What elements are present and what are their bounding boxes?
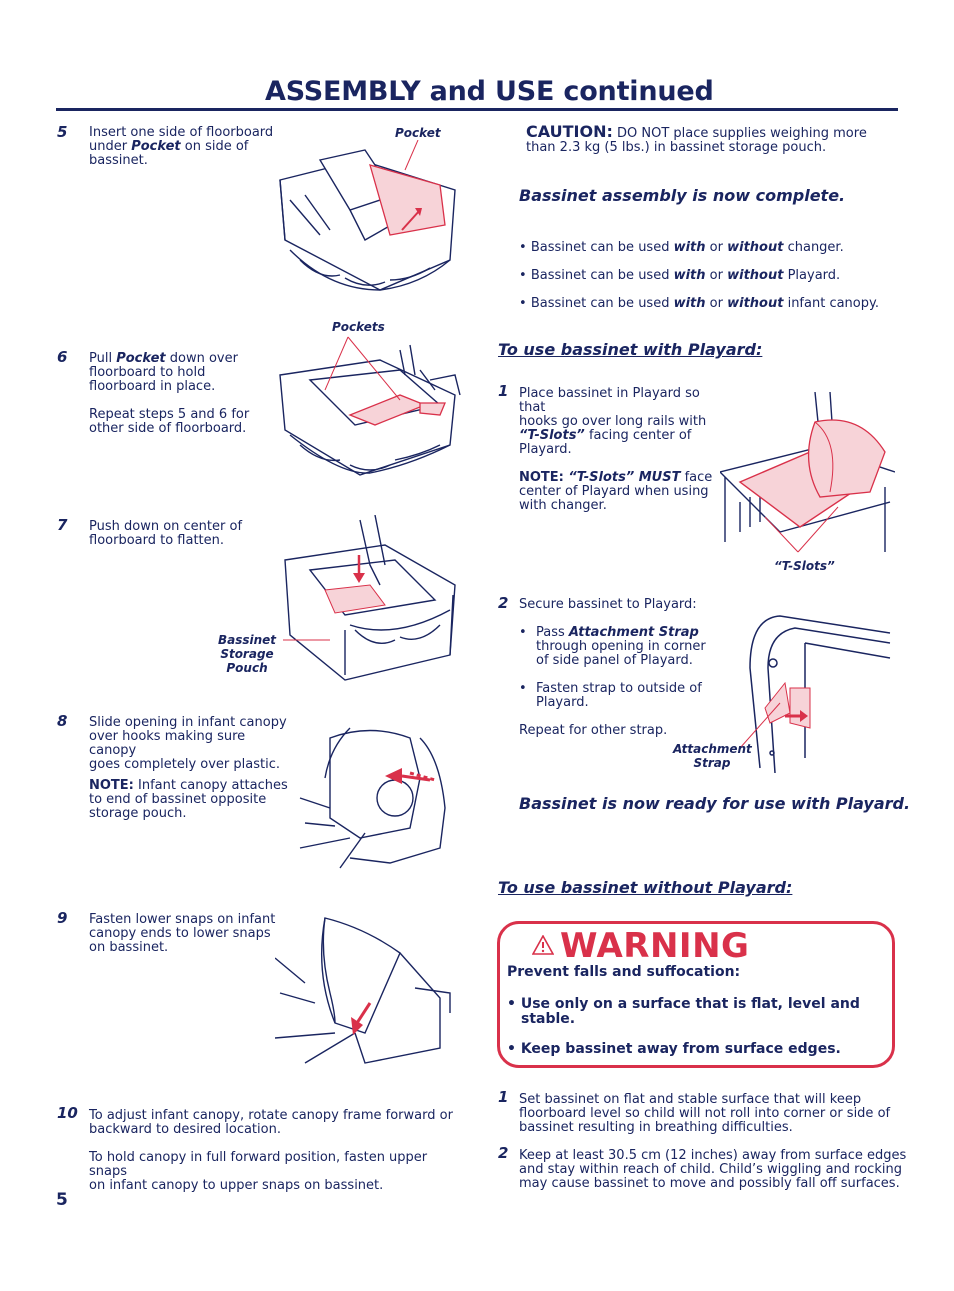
ready-heading: Bassinet is now ready for use with Playa… <box>519 794 911 813</box>
list-item: • Bassinet can be used with or without P… <box>519 268 841 283</box>
list-item: • Bassinet can be used with or without c… <box>519 240 844 255</box>
warning-title: WARNING <box>560 926 750 966</box>
attachment-strap-label: Attachment Strap <box>673 742 752 770</box>
pull-pocket-illustration <box>279 336 461 476</box>
bullet-list: • Bassinet can be used with or without c… <box>519 241 899 311</box>
pocket-label: Pocket <box>395 126 441 140</box>
step-9-text: Fasten lower snaps on infant canopy ends… <box>89 912 276 955</box>
step-8-text: Slide opening in infant canopy over hook… <box>89 715 288 821</box>
step-number: 7 <box>57 516 68 534</box>
warning-triangle-icon <box>532 935 554 955</box>
step-number: 5 <box>57 123 68 141</box>
caution-note: CAUTION: DO NOT place supplies weighing … <box>526 122 867 155</box>
push-floorboard-illustration <box>283 515 456 681</box>
storage-pouch-label: Bassinet Storage Pouch <box>217 633 277 675</box>
floorboard-insert-illustration <box>279 140 456 291</box>
with-playard-heading: To use bassinet with Playard: <box>498 340 763 359</box>
step-5-text: Insert one side of floorboard under Pock… <box>89 125 274 168</box>
playard-step-2-text: Secure bassinet to Playard: •Pass Attach… <box>519 597 706 738</box>
step-number: 2 <box>498 1144 509 1162</box>
playard-step-1-text: Place bassinet in Playard so that hooks … <box>519 386 713 513</box>
step-number: 10 <box>57 1104 78 1122</box>
step-number: 1 <box>498 1088 509 1106</box>
playard-bassinet-illustration <box>720 392 895 553</box>
warning-box <box>497 921 895 1068</box>
step-number: 9 <box>57 909 68 927</box>
step-number: 2 <box>498 594 509 612</box>
pockets-label: Pockets <box>332 320 385 334</box>
no-playard-step-1-text: Set bassinet on flat and stable surface … <box>519 1092 891 1135</box>
step-10-text: To adjust infant canopy, rotate canopy f… <box>89 1108 453 1193</box>
t-slots-label: “T-Slots” <box>774 559 835 573</box>
slide-canopy-illustration <box>299 727 446 869</box>
step-7-text: Push down on center of floorboard to fla… <box>89 519 243 548</box>
page-title: ASSEMBLY and USE continued <box>265 76 714 107</box>
attachment-strap-illustration <box>740 615 891 774</box>
step-number: 1 <box>498 382 509 400</box>
warning-text: Prevent falls and suffocation: • Use onl… <box>507 964 860 1057</box>
list-item: • Bassinet can be used with or without i… <box>519 296 879 311</box>
fasten-snaps-illustration <box>275 917 451 1064</box>
step-6-text: Pull Pocket down over floorboard to hold… <box>89 351 250 436</box>
page-number: 5 <box>56 1190 68 1210</box>
step-number: 8 <box>57 712 68 730</box>
assembly-complete-heading: Bassinet assembly is now complete. <box>519 186 846 205</box>
title-rule <box>56 108 898 111</box>
no-playard-step-2-text: Keep at least 30.5 cm (12 inches) away f… <box>519 1148 907 1191</box>
without-playard-heading: To use bassinet without Playard: <box>498 878 793 897</box>
step-number: 6 <box>57 348 68 366</box>
